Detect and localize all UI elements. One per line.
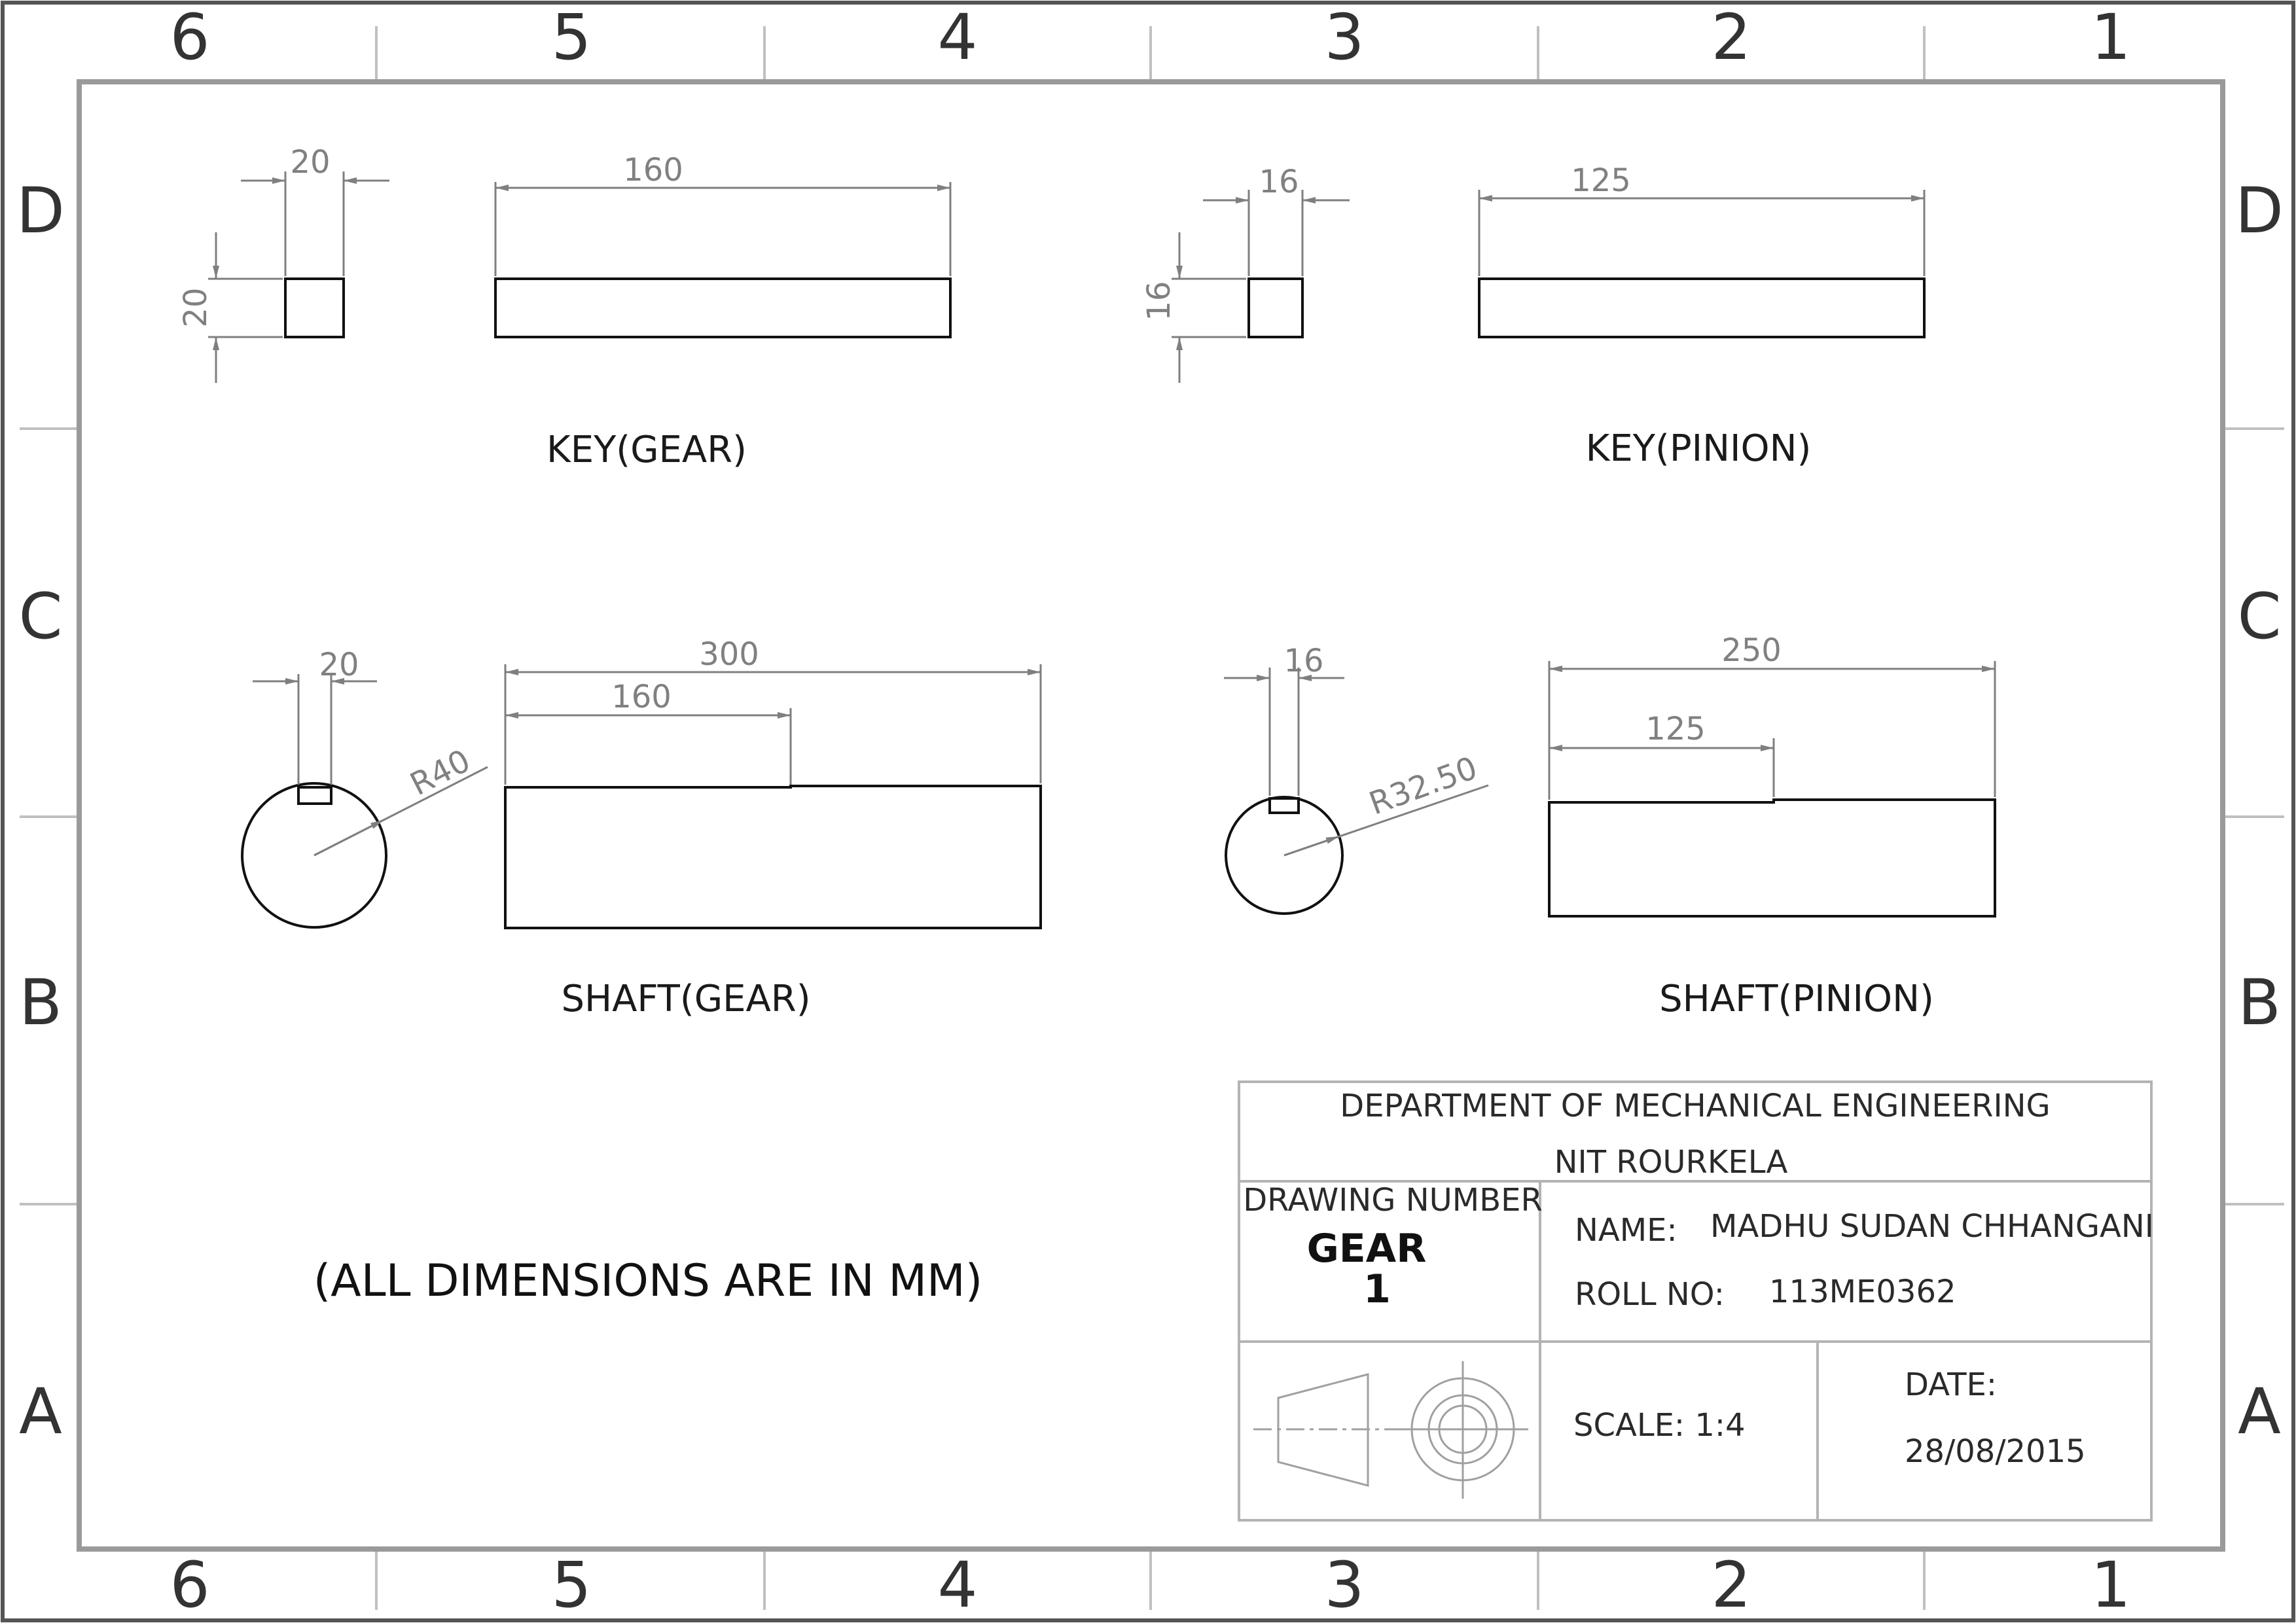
key-pinion-width-label: 16 [1259,164,1299,200]
key-gear-width-label: 20 [290,144,330,181]
shaft-gear-side-view [504,785,1042,929]
zone-row-d: D [16,174,65,247]
shaft-pinion-keyway-dimension [1224,668,1344,796]
key-pinion-length-label: 125 [1571,162,1631,199]
key-gear-height-label: 20 [177,287,214,327]
name-value: MADHU SUDAN CHHANGANI [1710,1208,2154,1245]
zone-row-b: B [19,966,62,1039]
zone-row-a: A [19,1375,62,1448]
key-pinion-width-dimension [1203,190,1350,276]
shaft-gear-view: 20 R40 300 160 SHAFT(GEAR) [241,636,1042,1020]
zone-col-3-bottom: 3 [1324,1548,1364,1622]
zone-col-4-bottom: 4 [937,1548,977,1622]
zone-col-2: 2 [1711,1,1751,74]
drawing-index: 1 [1363,1266,1391,1312]
zone-row-b-right: B [2238,966,2281,1039]
key-gear-caption: KEY(GEAR) [547,429,747,471]
shaft-gear-radius-leader [314,766,488,857]
key-pinion-side-view [1478,277,1926,338]
shaft-gear-keyway-length-dimension [505,708,792,785]
shaft-gear-caption: SHAFT(GEAR) [561,978,810,1020]
key-gear-width-dimension [241,171,389,276]
zone-row-d-right: D [2235,174,2284,247]
key-pinion-view: 16 16 125 KEY(PINION) [1141,162,1926,470]
date-label: DATE: [1905,1366,1997,1403]
roll-value: 113ME0362 [1769,1274,1956,1310]
shaft-gear-keyway-dimension [253,674,377,785]
zone-col-1: 1 [2090,1,2130,74]
shaft-gear-keyway-label: 20 [319,647,359,683]
shaft-pinion-keyway-length-label: 125 [1645,711,1706,747]
shaft-pinion-radius-label: R32.50 [1365,749,1482,822]
zone-labels-right: D C B A [2235,174,2284,1448]
key-pinion-caption: KEY(PINION) [1586,427,1812,470]
key-pinion-end-view [1247,277,1304,338]
roll-label: ROLL NO: [1575,1276,1725,1313]
key-gear-view: 20 20 160 KEY(GEAR) [177,144,952,471]
key-pinion-height-label: 16 [1141,281,1177,321]
units-note: (ALL DIMENSIONS ARE IN MM) [314,1255,983,1307]
name-label: NAME: [1575,1212,1677,1249]
shaft-pinion-side-view [1548,798,1996,918]
scale-label: SCALE: 1:4 [1573,1407,1746,1444]
drawing-number-label: DRAWING NUMBER [1243,1182,1543,1219]
zone-col-2-bottom: 2 [1711,1548,1751,1622]
key-gear-end-view [284,277,345,338]
key-gear-height-dimension [208,232,283,383]
zone-col-4: 4 [937,1,977,74]
zone-labels-bottom: 6 5 4 3 2 1 [170,1548,2130,1622]
zone-col-1-bottom: 1 [2090,1548,2130,1622]
title-block-department: DEPARTMENT OF MECHANICAL ENGINEERING [1340,1088,2050,1124]
shaft-gear-radius-label: R40 [404,742,476,803]
key-pinion-height-dimension [1172,232,1246,383]
shaft-gear-length-dimension [504,664,1042,785]
zone-row-a-right: A [2238,1375,2281,1448]
shaft-pinion-caption: SHAFT(PINION) [1659,978,1934,1020]
zone-col-5: 5 [551,1,591,74]
zone-col-3: 3 [1324,1,1364,74]
shaft-gear-length-label: 300 [699,636,759,673]
zone-labels-left: D C B A [16,174,65,1448]
zone-labels-top: 6 5 4 3 2 1 [170,1,2130,74]
date-value: 28/08/2015 [1905,1433,2086,1470]
shaft-pinion-keyway [1268,797,1300,814]
title-block: DEPARTMENT OF MECHANICAL ENGINEERING NIT… [1238,1080,2154,1522]
zone-col-6-bottom: 6 [170,1548,209,1622]
key-gear-side-view [494,277,952,338]
zone-row-c-right: C [2237,580,2281,653]
shaft-gear-keyway [297,786,332,805]
zone-col-5-bottom: 5 [551,1548,591,1622]
drawing-name: GEAR [1307,1226,1427,1272]
key-gear-length-dimension [494,182,952,276]
shaft-gear-keyway-length-label: 160 [611,679,672,715]
shaft-gear-section [241,782,387,929]
zone-row-c: C [18,580,62,653]
shaft-pinion-view: 16 R32.50 250 125 SHAFT(PINION) [1224,632,1996,1020]
title-block-institute: NIT ROURKELA [1554,1144,1788,1181]
shaft-pinion-keyway-length-dimension [1549,738,1775,797]
zone-col-6: 6 [170,1,209,74]
shaft-pinion-length-label: 250 [1721,632,1782,669]
key-gear-length-label: 160 [623,152,683,188]
shaft-pinion-radius-leader [1283,784,1489,857]
shaft-pinion-length-dimension [1548,661,1996,800]
shaft-pinion-keyway-label: 16 [1283,643,1323,679]
key-pinion-length-dimension [1478,190,1926,276]
projection-symbol-icon [1253,1361,1528,1499]
